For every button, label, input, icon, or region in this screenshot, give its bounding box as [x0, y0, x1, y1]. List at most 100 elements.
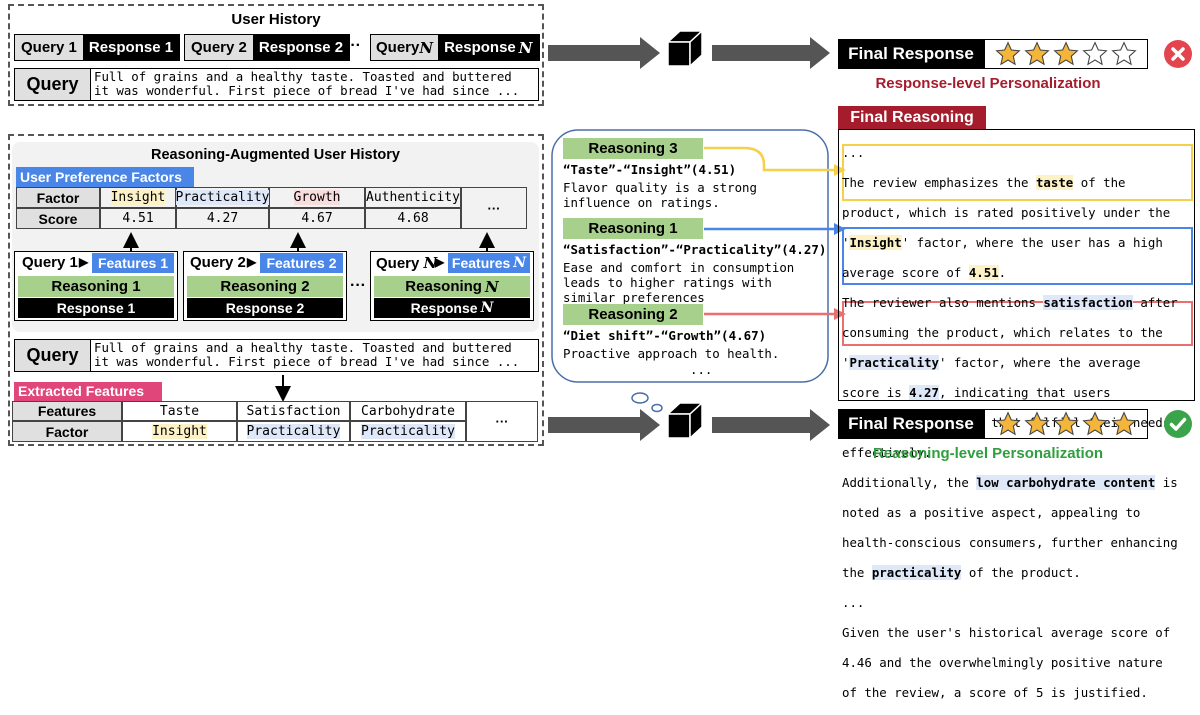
aug-features-n: Features N: [448, 253, 530, 273]
factor-cell-1: Insight: [100, 187, 176, 208]
query-text-bottom-line2: it was wonderful. First piece of bread I…: [94, 354, 520, 369]
aug-response-n: Response N: [374, 298, 530, 318]
augmented-history-title: Reasoning-Augmented User History: [151, 147, 400, 163]
star-rating-bottom: [984, 409, 1148, 439]
reasoning-line: health-conscious consumers, further enha…: [842, 535, 1178, 550]
bubble-text-1-line2: leads to higher ratings with: [563, 275, 772, 290]
correct-icon: [1164, 410, 1192, 438]
factor-cell-3: Growth: [269, 187, 365, 208]
user-history-panel: [8, 4, 544, 106]
aug-response-2: Response 2: [187, 298, 343, 318]
reasoning-line: product, which is rated positively under…: [842, 205, 1171, 220]
aug-response-1: Response 1: [18, 298, 174, 318]
query-text-bottom: Full of grains and a healthy taste. Toas…: [91, 339, 539, 372]
history-response-2: Response 2: [252, 35, 350, 60]
history-query-2: Query 2: [185, 35, 253, 60]
aug-reasoning-n: Reasoning N: [374, 276, 530, 297]
feature-cell-2: Satisfaction: [237, 401, 350, 421]
factor-cell-4: Authenticity: [365, 187, 461, 208]
reasoning-level-label: Reasoning-level Personalization: [872, 445, 1104, 462]
aug-reasoning-2: Reasoning 2: [187, 276, 343, 297]
history-pair-2: Query 2 Response 2: [184, 34, 351, 61]
final-response-top: Final Response: [838, 39, 984, 69]
reasoning-line: score is 4.27, indicating that users: [842, 385, 1111, 400]
bubble-text-1-line3: similar preferences: [563, 290, 705, 305]
star-empty-icon: [1111, 41, 1137, 66]
bubble-text-3-line2: influence on ratings.: [563, 195, 720, 210]
reasoning-line: 4.46 and the overwhelmingly positive nat…: [842, 655, 1163, 670]
user-history-title: User History: [231, 11, 321, 28]
score-cell-4: 4.68: [365, 208, 461, 229]
highlight-yellow-box: [842, 144, 1193, 201]
history-query-n: Query N: [371, 35, 439, 60]
query-text-bottom-line1: Full of grains and a healthy taste. Toas…: [94, 340, 512, 355]
star-rating-top: [984, 39, 1148, 69]
reasoning-line: The reviewer also mentions satisfaction …: [842, 295, 1178, 310]
reasoning-line: ...: [842, 595, 865, 610]
reasoning-line: effectively.: [842, 445, 932, 460]
history-query-1: Query 1: [15, 35, 83, 60]
reasoning-line: 'Insight' factor, where the user has a h…: [842, 235, 1163, 250]
arrow-2: ▶: [247, 255, 257, 269]
highlight-blue-box: [842, 227, 1193, 285]
score-cell-1: 4.51: [100, 208, 176, 229]
bubble-reasoning-2: Reasoning 2: [563, 304, 703, 325]
star-icon: [1024, 41, 1050, 66]
star-icon: [1082, 411, 1108, 436]
star-icon: [1111, 411, 1137, 436]
query-label-bottom: Query: [14, 339, 91, 372]
aug-query-1: Query 1: [22, 254, 78, 271]
arrow-n: ▶: [435, 255, 445, 269]
reasoning-line: ...: [842, 145, 865, 160]
query-text-top-line2: it was wonderful. First piece of bread I…: [94, 83, 520, 98]
star-empty-icon: [1082, 41, 1108, 66]
model-cube-bottom: [666, 401, 704, 440]
extracted-more-cell: ···: [466, 401, 538, 442]
aug-features-2: Features 2: [260, 253, 343, 273]
bubble-reasoning-1: Reasoning 1: [563, 218, 703, 239]
factor-cell-ext-1: Insight: [122, 421, 237, 442]
history-pair-1: Query 1 Response 1: [14, 34, 181, 61]
feature-cell-1: Taste: [122, 401, 237, 421]
final-response-bottom: Final Response: [838, 409, 984, 439]
score-row-label: Score: [16, 208, 100, 229]
history-ellipsis: ···: [345, 37, 361, 54]
aug-features-1: Features 1: [92, 253, 174, 273]
reasoning-line: of the review, a score of 5 is justified…: [842, 685, 1148, 700]
factor-row-label: Factor: [16, 187, 100, 208]
star-icon: [1053, 41, 1079, 66]
flow-graphics: [548, 29, 846, 441]
bubble-text-2: Proactive approach to health.: [563, 346, 780, 361]
aug-query-2: Query 2: [190, 254, 246, 271]
bubble-pair-3: “Taste”-“Insight”(4.51): [563, 162, 737, 177]
query-text-top: Full of grains and a healthy taste. Toas…: [91, 68, 539, 101]
factor-cell-2: Practicality: [175, 187, 270, 208]
aug-reasoning-1: Reasoning 1: [18, 276, 174, 297]
reasoning-line: Given the user's historical average scor…: [842, 625, 1171, 640]
star-icon: [995, 41, 1021, 66]
history-response-1: Response 1: [82, 35, 180, 60]
history-pair-n: Query N Response N: [370, 34, 540, 61]
final-reasoning-header: Final Reasoning: [838, 106, 986, 129]
bubble-text-1: Ease and comfort in consumption leads to…: [563, 260, 794, 305]
arrow-1: ▶: [79, 255, 89, 269]
star-icon: [1024, 411, 1050, 436]
up-arrows: [123, 232, 495, 402]
factor-more-cell: ···: [461, 187, 527, 229]
reasoning-line: 'Practicality' factor, where the average: [842, 355, 1141, 370]
bubble-text-3-line1: Flavor quality is a strong: [563, 180, 757, 195]
bubble-dots: ...: [690, 362, 713, 377]
reasoning-line: The review emphasizes the taste of the: [842, 175, 1126, 190]
feature-cell-3: Carbohydrate: [350, 401, 466, 421]
extracted-header: Extracted Features: [14, 382, 162, 401]
reasoning-line: noted as a positive aspect, appealing to: [842, 505, 1141, 520]
features-row-label: Features: [12, 401, 122, 421]
reasoning-line: consuming the product, which relates to …: [842, 325, 1163, 340]
star-icon: [995, 411, 1021, 436]
reasoning-line: average score of 4.51.: [842, 265, 1007, 280]
query-label-top: Query: [14, 68, 91, 101]
score-cell-2: 4.27: [176, 208, 269, 229]
reasoning-line: the practicality of the product.: [842, 565, 1081, 580]
factor-row-label-extracted: Factor: [12, 421, 122, 442]
wrong-icon: [1164, 40, 1192, 68]
